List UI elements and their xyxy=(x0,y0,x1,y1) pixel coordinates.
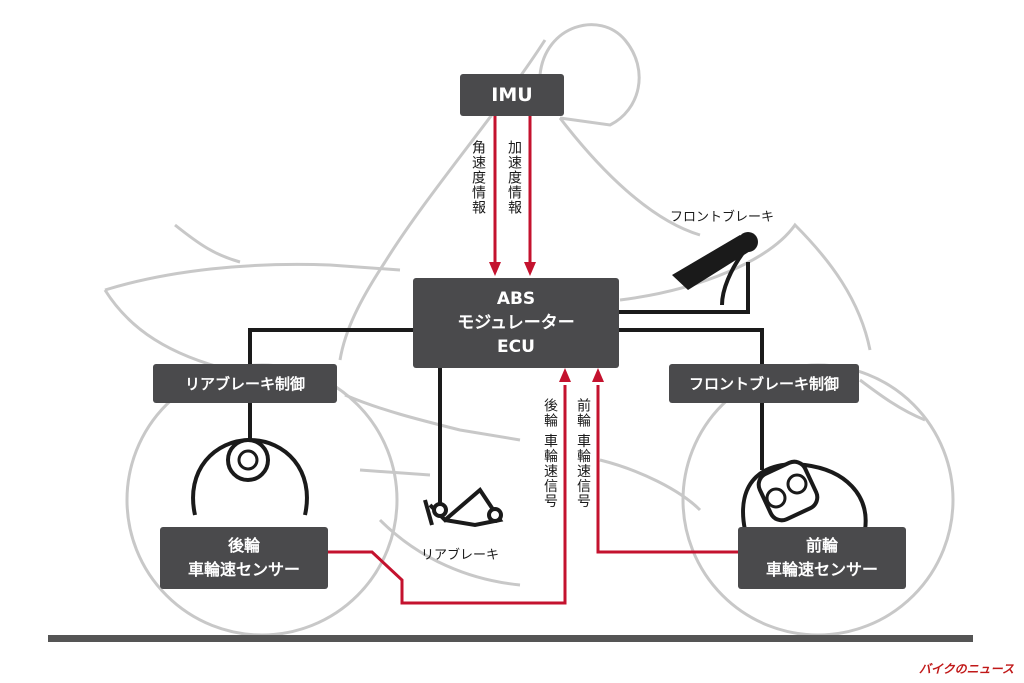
rear-wheel-speed-signal-label: 後輪 車輪速信号 xyxy=(542,398,558,509)
imu-label: IMU xyxy=(491,84,533,106)
line-ecu-rear-control xyxy=(248,328,415,365)
rear-sensor-line1: 後輪 xyxy=(227,536,260,555)
lower-fairing-outline xyxy=(378,518,521,587)
abs-ecu-line2: モジュレーター xyxy=(457,313,575,333)
rear-sensor-line2: 車輪速センサー xyxy=(187,560,300,579)
front-sensor-line2: 車輪速センサー xyxy=(765,560,878,579)
rear-wheel-sensor-box: 後輪 車輪速センサー xyxy=(160,527,328,589)
rider-arm-outline xyxy=(558,117,701,237)
engine-outline-1 xyxy=(344,393,521,442)
rear-wheel-outline xyxy=(125,363,399,637)
acceleration-label: 加速度情報 xyxy=(506,140,522,215)
rear-brake-label: リアブレーキ xyxy=(421,548,500,563)
line-ecu-front-control xyxy=(618,328,764,365)
front-brake-label: フロントブレーキ xyxy=(670,210,775,225)
rear-brake-pedal-icon xyxy=(423,487,504,528)
engine-outline-2 xyxy=(359,468,431,477)
angular-velocity-label: 角速度情報 xyxy=(470,140,486,215)
front-wheel-sensor-box: 前輪 車輪速センサー xyxy=(738,527,906,589)
front-caliper-icon xyxy=(741,459,868,531)
front-brake-control-label: フロントブレーキ制御 xyxy=(688,375,839,393)
signal-arrowheads xyxy=(489,262,604,382)
tail-lower-outline xyxy=(103,289,231,372)
control-lines xyxy=(248,262,764,505)
rear-brake-control-label: リアブレーキ制御 xyxy=(184,375,305,393)
tail-top-outline xyxy=(174,223,241,264)
tail-outline xyxy=(104,262,401,292)
ground-line xyxy=(48,635,973,642)
abs-ecu-line1: ABS xyxy=(496,289,536,309)
rear-caliper-icon xyxy=(191,437,309,516)
line-ecu-front-lever xyxy=(618,262,750,314)
imu-box: IMU xyxy=(460,74,564,116)
front-brake-lever-icon xyxy=(672,232,758,306)
signal-lines xyxy=(328,116,740,605)
front-fender-outline xyxy=(859,378,926,422)
helmet-outline xyxy=(538,23,641,127)
front-sensor-line1: 前輪 xyxy=(805,536,838,555)
front-brake-control-box: フロントブレーキ制御 xyxy=(669,364,859,403)
abs-ecu-line3: ECU xyxy=(497,337,535,357)
watermark-logo: バイクのニュース xyxy=(918,662,1014,676)
abs-ecu-box: ABS モジュレーター ECU xyxy=(413,278,619,368)
rear-brake-control-box: リアブレーキ制御 xyxy=(153,364,337,403)
engine-outline-3 xyxy=(599,458,702,512)
front-wheel-speed-signal-label: 前輪 車輪速信号 xyxy=(575,398,591,509)
